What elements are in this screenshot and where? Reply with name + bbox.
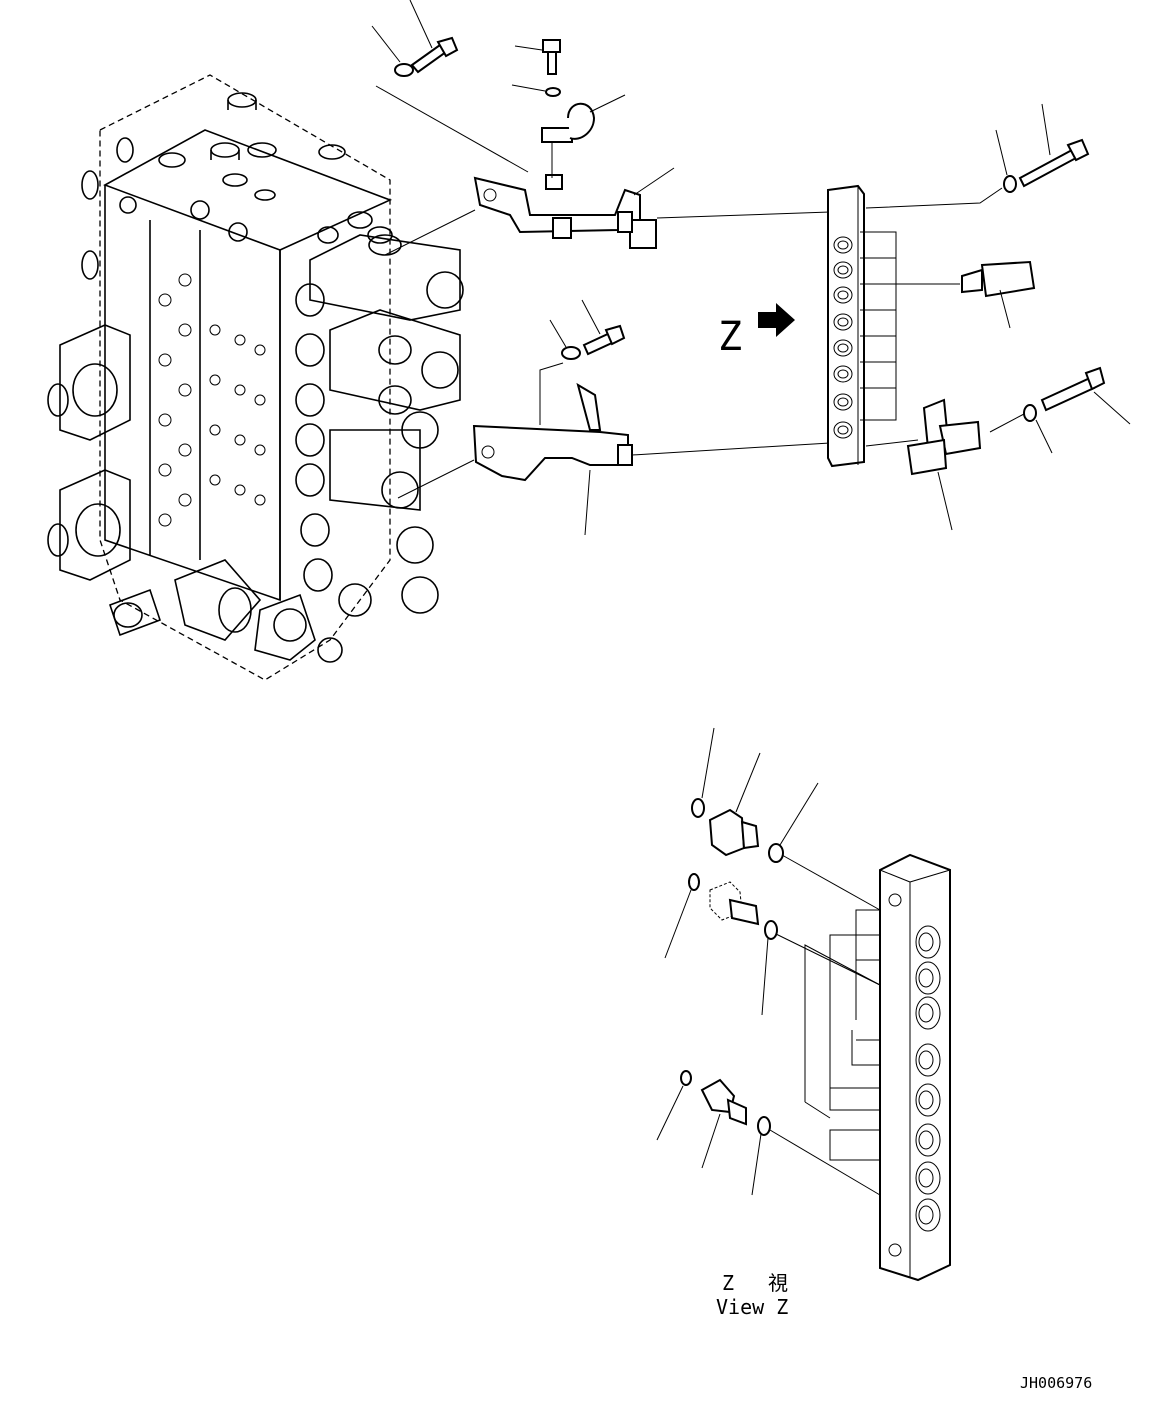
arrow-right-icon (758, 303, 795, 337)
fitting-icon (700, 1078, 747, 1126)
control-valve-assembly (47, 74, 464, 681)
o-ring-icon (768, 843, 784, 863)
o-ring-icon (764, 920, 778, 940)
pressure-sensor-icon (961, 260, 1036, 298)
washer-icon (1023, 404, 1037, 422)
upper-bracket (473, 176, 641, 234)
washer-icon (394, 63, 414, 77)
bolt-icon (1040, 366, 1106, 412)
lower-manifold-block (879, 853, 951, 1282)
view-caption-z: Z (722, 1271, 734, 1295)
bolt-icon (582, 324, 626, 356)
upper-bracket-group (371, 0, 831, 256)
right-parts (906, 103, 1131, 531)
o-ring-icon (688, 873, 700, 891)
view-z-marker: Z (718, 303, 795, 360)
bolt-icon (410, 36, 459, 74)
upper-manifold-block (827, 184, 1003, 468)
bolt-icon (1018, 138, 1090, 188)
clamp-icon (541, 102, 596, 143)
bracket-icon (906, 398, 982, 476)
lower-bracket (472, 424, 629, 482)
fitting-icon (708, 808, 760, 857)
bolt-icon (542, 39, 561, 75)
fitting-icon (709, 881, 760, 926)
o-ring-icon (680, 1070, 692, 1086)
drawing-code: JH006976 (1020, 1374, 1092, 1392)
washer-icon (561, 346, 581, 360)
washer-icon (1003, 175, 1017, 193)
o-ring-icon (691, 798, 705, 818)
washer-icon (545, 87, 561, 97)
view-marker-label: Z (718, 314, 742, 360)
view-z-detail: Z 視 View Z (656, 727, 951, 1319)
lower-bracket-group (397, 299, 831, 536)
view-caption-english: View Z (716, 1295, 788, 1319)
o-ring-icon (757, 1116, 771, 1136)
view-caption-kanji: 視 (768, 1271, 788, 1295)
